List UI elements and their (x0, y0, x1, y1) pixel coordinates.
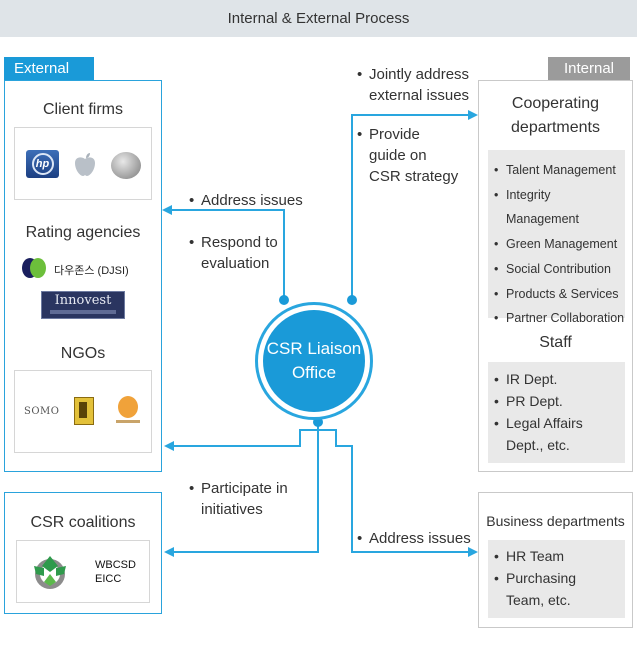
business-item: Team, etc. (506, 592, 571, 608)
csr-office-line2: Office (291, 363, 337, 382)
ngos-title: NGOs (60, 345, 106, 362)
label-address-issues-business: •Address issues (357, 530, 471, 547)
label-respond-to-evaluation: • Respond to evaluation (189, 234, 278, 272)
csr-liaison-office: CSR Liaison Office (263, 310, 365, 412)
label-jointly-address: • Jointly address external issues (357, 66, 470, 104)
client-firms-title: Client firms (42, 101, 123, 118)
page-banner: Internal & External Process (0, 0, 637, 37)
wbcsd-label: WBCSD (95, 559, 136, 571)
external-tab: External (4, 57, 94, 81)
coop-item: Partner Collaboration (488, 306, 625, 331)
globe-logo-icon (111, 152, 141, 179)
staff-list: IR Dept. PR Dept. Legal Affairs Dept., e… (488, 362, 625, 463)
staff-item: PR Dept. (488, 390, 625, 412)
coalitions-title: CSR coalitions (30, 514, 136, 531)
coop-item: Products & Services (488, 282, 625, 307)
business-item: Purchasing (488, 567, 625, 589)
staff-item: Dept., etc. (506, 437, 570, 453)
business-item: HR Team (488, 545, 625, 567)
arrow-to-business (318, 429, 478, 557)
label-participate-initiatives: • Participate in initiatives (189, 480, 288, 518)
cooperating-list: Talent Management Integrity Management G… (488, 150, 625, 331)
somo-logo: SOMO (24, 406, 60, 417)
dot-left (279, 295, 289, 305)
business-title: Business departments (486, 513, 625, 529)
csr-office-line1: CSR Liaison (266, 339, 362, 358)
wbcsd-logo-icon (28, 550, 72, 594)
coop-item: Social Contribution (488, 257, 625, 282)
eicc-label: EICC (95, 573, 122, 585)
ngo-logos: SOMO (14, 370, 152, 453)
hp-logo-icon: hp (26, 150, 59, 178)
label-address-issues: •Address issues (189, 192, 303, 209)
ngo-orange-logo-icon (118, 396, 138, 418)
staff-title: Staff (539, 334, 572, 351)
coop-item: Green Management (488, 232, 625, 257)
internal-tab: Internal (548, 57, 630, 81)
arrow-to-external-lower (164, 420, 319, 451)
innovest-logo: Innovest (41, 291, 125, 319)
coop-item: Integrity Management (488, 183, 625, 232)
ngo-yellow-logo-icon (74, 397, 94, 425)
arrow-to-internal (351, 110, 478, 300)
dot-right (347, 295, 357, 305)
client-firms-logos: hp (14, 127, 152, 200)
staff-item: IR Dept. (488, 368, 625, 390)
djsi-label: 다우존스 (DJSI) (54, 265, 129, 277)
label-provide-guide: • Provide guide on CSR strategy (357, 126, 459, 185)
business-list: HR Team Purchasing Team, etc. (488, 540, 625, 618)
arrow-to-external-upper (162, 205, 285, 300)
coalitions-logos: WBCSD EICC (16, 540, 150, 603)
arrow-to-coalitions (164, 430, 319, 557)
staff-item: Legal Affairs (488, 412, 625, 434)
coop-item: Talent Management (488, 158, 625, 183)
rating-agencies-title: Rating agencies (25, 224, 141, 241)
apple-logo-icon (70, 150, 101, 180)
djsi-logo-icon (22, 258, 46, 280)
cooperating-title: Cooperating departments (511, 95, 600, 136)
innovest-logo-text: Innovest (54, 293, 112, 308)
